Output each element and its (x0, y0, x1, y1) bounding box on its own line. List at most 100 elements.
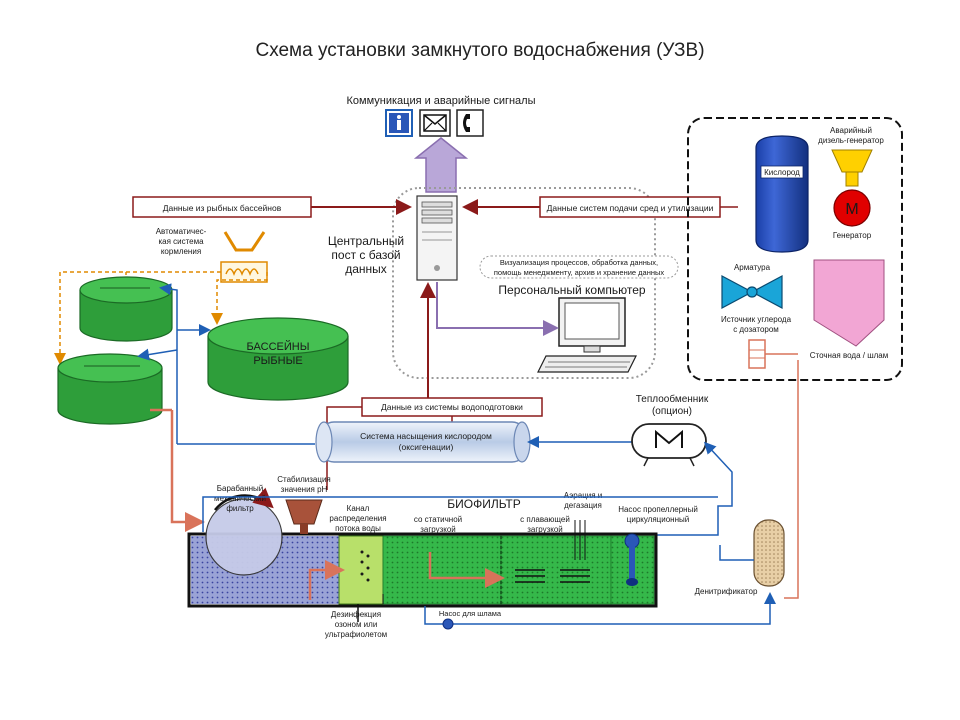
biofilter-floating-line1: с плавающей (520, 515, 570, 524)
denitrifier-icon (753, 519, 785, 587)
mail-icon (419, 109, 451, 137)
disinfection-line1: Дезинфекция (331, 610, 381, 619)
drum-filter-line1: Барабанный (217, 484, 264, 493)
generator-hopper-icon (831, 149, 873, 187)
biofilter-floating-line2: загрузкой (527, 525, 563, 534)
uv-lamp-dots (360, 550, 370, 582)
ph-hopper-neck (300, 524, 308, 534)
distribution-channel (338, 535, 384, 605)
fish-pool-main: БАССЕЙНЫ РЫБНЫЕ (207, 317, 349, 401)
aeration-line1: Аэрация и (564, 491, 603, 500)
fish-pool-front-left (57, 353, 163, 425)
generator-motor-letter: М (845, 201, 858, 218)
supply-systems-data-label: Данные систем подачи сред и утилизации (547, 203, 714, 213)
drum-filter-line2: механический (214, 494, 266, 503)
fish-pools-data-box: Данные из рыбных бассейнов (132, 196, 312, 218)
biofilter-static-zone (382, 535, 502, 605)
pool-supply-line-3 (137, 348, 178, 361)
oxygenation-cylinder: Система насыщения кислородом (оксигенаци… (315, 421, 531, 463)
pc-label: Персональный компьютер (498, 283, 645, 297)
feeding-line1: Автоматичес- (156, 227, 207, 236)
generator-line2: дизель-генератор (818, 136, 884, 145)
feeding-line2: кая система (158, 237, 204, 246)
phone-icon (456, 109, 484, 137)
wastewater-label: Сточная вода / шлам (810, 351, 888, 360)
carbon-source-line1: Источник углерода (721, 315, 792, 324)
feeder-icon (220, 231, 268, 283)
drum-filter-line3: фильтр (226, 504, 254, 513)
visualization-line2: помощь менеджменту, архив и хранение дан… (494, 268, 664, 277)
central-post-line3: данных (345, 262, 387, 276)
sludge-pump-label: Насос для шлама (439, 609, 502, 618)
fish-pools-data-label: Данные из рыбных бассейнов (163, 203, 282, 213)
channel-flow-arrow (308, 560, 345, 600)
carbon-source-line2: с дозатором (733, 325, 779, 334)
pump-to-heat-line (645, 441, 733, 536)
aeration-line2: дегазация (564, 501, 602, 510)
equipment-panel (687, 117, 903, 381)
denitrifier-label: Денитрификатор (695, 587, 758, 596)
pools-line2: РЫБНЫЕ (253, 355, 302, 367)
page-title: Схема установки замкнутого водоснабжения… (255, 40, 705, 61)
visualization-line1: Визуализация процессов, обработка данных… (500, 258, 658, 267)
pools-line1: БАССЕЙНЫ (247, 340, 310, 353)
oxygen-system-line1: Система насыщения кислородом (360, 431, 492, 441)
generator-label: Генератор (833, 231, 872, 240)
biofilter-flow-arrow (428, 552, 505, 588)
communications-label: Коммуникация и аварийные сигналы (346, 95, 535, 107)
visualization-box (479, 255, 679, 279)
communications-arrow (413, 137, 469, 193)
valve-icon (721, 275, 783, 309)
server-tower-icon (416, 195, 458, 281)
oxygen-tank-label: Кислород (764, 168, 800, 177)
disinfection-line3: ультрафиолетом (325, 630, 387, 639)
heat-exchanger-line2: (опцион) (652, 406, 692, 417)
channel-line3: потока воды (335, 524, 381, 533)
fish-pool-back (79, 276, 173, 342)
propeller-pump-line1: Насос пропеллерный (618, 505, 698, 514)
water-return-line (202, 496, 718, 532)
sludge-pump-icon (442, 618, 454, 630)
propeller-pump-line2: циркуляционный (627, 515, 689, 524)
central-post-line2: пост с базой (331, 248, 400, 262)
water-treatment-data-label: Данные из системы водоподготовки (381, 402, 523, 412)
feed-line (54, 271, 221, 365)
ph-line2: значения pH (281, 485, 328, 494)
ph-line1: Стабилизация (277, 475, 331, 484)
generator-motor-icon: М (833, 189, 871, 227)
central-post-boundary (392, 187, 656, 379)
biofilter-static-line2: загрузкой (420, 525, 456, 534)
water-treatment-data-box: Данные из системы водоподготовки (361, 397, 543, 417)
server-pc-link (436, 282, 559, 336)
heat-exchanger-icon (631, 423, 707, 467)
biofilter-title: БИОФИЛЬТР (447, 497, 520, 511)
feed-line-pool3 (211, 272, 268, 325)
oxygen-system-line2: (оксигенации) (399, 442, 454, 452)
heat-exchanger-line1: Теплообменник (636, 393, 709, 405)
supply-systems-data-box: Данные систем подачи сред и утилизации (539, 196, 721, 218)
personal-computer-icon (537, 297, 637, 373)
drum-filter-drum (205, 498, 283, 576)
channel-line1: Канал (347, 504, 370, 513)
aeration-bubbles (574, 520, 586, 560)
channel-line2: распределения (329, 514, 386, 523)
denitrifier-feed-line (784, 360, 799, 599)
oxygen-tank-icon (755, 135, 809, 253)
pool-outflow-line (170, 410, 205, 532)
disinfection-line2: озоном или (335, 620, 378, 629)
pool-supply-line-1 (159, 283, 178, 444)
info-icon (385, 109, 413, 137)
valve-label: Арматура (734, 263, 771, 272)
sensor-data-line-left (326, 406, 362, 490)
drum-rotation-arrow (214, 487, 274, 511)
ph-hopper (285, 499, 323, 525)
oxygen-tank-tag (760, 165, 804, 179)
denitrifier-return-line (719, 545, 754, 561)
generator-line1: Аварийный (830, 126, 872, 135)
carbon-doser-icon (748, 339, 766, 369)
central-post-line1: Центральный (328, 234, 404, 248)
wastewater-bag-icon (813, 259, 885, 347)
aeration-diffusers (515, 569, 590, 583)
propeller-pump-icon (624, 533, 640, 586)
